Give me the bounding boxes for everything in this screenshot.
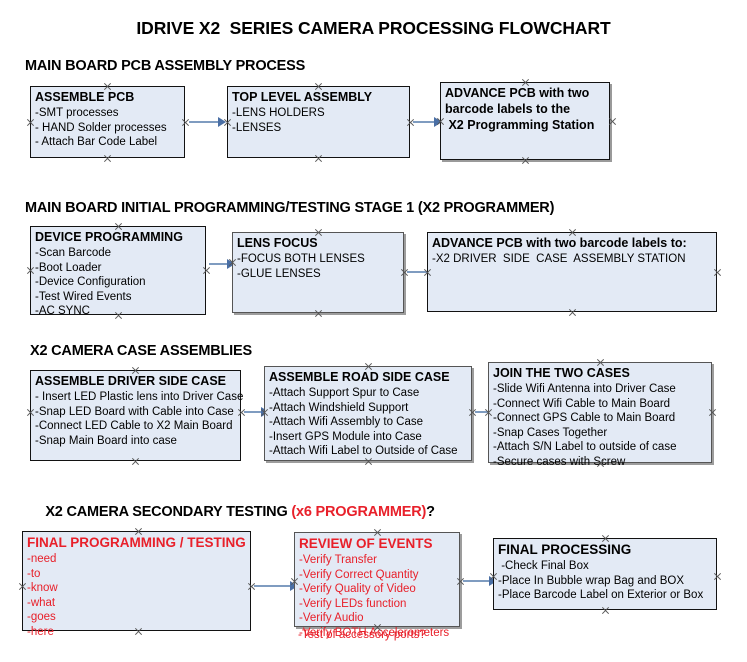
node-title: DEVICE PROGRAMMING	[35, 230, 183, 244]
node-line: -Connect Wifi Cable to Main Board	[493, 397, 671, 410]
node-line: -Place Barcode Label on Exterior or Box	[498, 589, 704, 601]
arrow-device-programming-to-lens-focus	[209, 259, 235, 269]
node-line: -GLUE LENSES	[237, 267, 321, 280]
arrow-top-level-to-advance-pcb	[413, 117, 442, 127]
node-line: -SMT processes	[35, 107, 119, 119]
node-line: - Insert LED Plastic lens into Driver Ca…	[35, 391, 244, 403]
node-line: -X2 DRIVER SIDE CASE ASSEMBLY STATION	[432, 253, 686, 265]
node-final-processing[interactable]: FINAL PROCESSING -Check Final Box -Place…	[493, 538, 717, 610]
node-title-line2: barcode labels to the	[445, 102, 571, 116]
section-heading-main-board-initial-programming: MAIN BOARD INITIAL PROGRAMMING/TESTING S…	[25, 200, 555, 216]
node-line: -Snap LED Board with Cable into Case	[35, 405, 234, 418]
node-line: -to	[27, 567, 41, 580]
node-final-programming-testing[interactable]: FINAL PROGRAMMING / TESTING -need -to -k…	[22, 531, 251, 638]
arrow-assemble-pcb-to-top-level	[189, 117, 226, 127]
document-title: IDRIVE X2 SERIES CAMERA PROCESSING FLOWC…	[136, 18, 611, 38]
node-line: -Test Wired Events	[35, 290, 132, 303]
node-top-level-assembly[interactable]: TOP LEVEL ASSEMBLY -LENS HOLDERS -LENSES	[227, 86, 410, 158]
node-line: -Scan Barcode	[35, 247, 112, 259]
node-title: JOIN THE TWO CASES	[493, 366, 630, 380]
node-review-of-events[interactable]: REVIEW OF EVENTS -Verify Transfer -Verif…	[294, 532, 460, 639]
node-title: REVIEW OF EVENTS	[299, 536, 433, 551]
section-heading-x2-camera-case-assemblies: X2 CAMERA CASE ASSEMBLIES	[30, 343, 252, 359]
node-line: -FOCUS BOTH LENSES	[237, 253, 365, 265]
node-assemble-driver-side-case[interactable]: ASSEMBLE DRIVER SIDE CASE - Insert LED P…	[30, 370, 244, 461]
node-title: LENS FOCUS	[237, 236, 318, 250]
node-title: TOP LEVEL ASSEMBLY	[232, 90, 373, 104]
node-line: -LENSES	[232, 121, 282, 134]
section-heading-red-text: (x6 PROGRAMMER)	[291, 504, 427, 520]
node-line: -need	[27, 553, 57, 565]
section-heading-main-board-pcb-assembly: MAIN BOARD PCB ASSEMBLY PROCESS	[25, 58, 306, 74]
node-title: ADVANCE PCB with two barcode labels to:	[432, 236, 687, 250]
node-line: -Place In Bubble wrap Bag and BOX	[498, 574, 685, 587]
node-line: -Connect LED Cable to X2 Main Board	[35, 420, 233, 432]
node-line: -Boot Loader	[35, 261, 102, 274]
node-line: -Snap Cases Together	[493, 426, 608, 439]
node-line: -Connect GPS Cable to Main Board	[493, 412, 676, 424]
node-line: -Verify LEDs function	[299, 597, 407, 610]
node-line: -AC SYNC	[35, 305, 90, 317]
node-title: ADVANCE PCB with two	[445, 86, 590, 100]
node-title: ASSEMBLE DRIVER SIDE CASE	[35, 374, 227, 388]
node-line: -Snap Main Board into case	[35, 434, 177, 447]
section-heading-x2-camera-secondary-testing: X2 CAMERA SECONDARY TESTING (x6 PROGRAMM…	[30, 488, 435, 536]
node-line: -what	[27, 596, 56, 609]
arrow-final-programming-to-review-events	[254, 581, 298, 591]
node-line: -Slide Wifi Antenna into Driver Case	[493, 383, 676, 395]
node-line: -Attach Support Spur to Case	[269, 387, 420, 399]
node-lens-focus[interactable]: LENS FOCUS -FOCUS BOTH LENSES -GLUE LENS…	[232, 232, 404, 313]
node-line: -Device Configuration	[35, 276, 146, 288]
node-advance-pcb-programming-station[interactable]: ADVANCE PCB with two barcode labels to t…	[440, 82, 610, 160]
node-title: FINAL PROGRAMMING / TESTING	[27, 535, 246, 550]
node-line: - HAND Solder processes	[35, 121, 167, 134]
node-line: -Attach S/N Label to outside of case	[493, 441, 677, 453]
node-line: -Verify Quality of Video	[299, 583, 416, 595]
section-heading-text: X2 CAMERA SECONDARY TESTING	[45, 504, 292, 520]
node-title: FINAL PROCESSING	[498, 542, 632, 557]
node-title: ASSEMBLE PCB	[35, 90, 135, 104]
node-line: -Check Final Box	[498, 560, 589, 572]
node-line: -LENS HOLDERS	[232, 107, 325, 119]
node-assemble-road-side-case[interactable]: ASSEMBLE ROAD SIDE CASE -Attach Support …	[264, 366, 472, 461]
node-line: -Verify Transfer	[299, 554, 377, 566]
arrow-review-events-to-final-processing	[463, 576, 497, 586]
node-line: -Verify Correct Quantity	[299, 568, 419, 581]
node-line: -Attach Wifi Label to Outside of Case	[269, 445, 458, 457]
node-title-line3: X2 Programming Station	[445, 118, 595, 132]
section-heading-tail: ?	[426, 504, 435, 520]
node-assemble-pcb[interactable]: ASSEMBLE PCB -SMT processes - HAND Solde…	[30, 86, 185, 158]
node-line: -here	[27, 625, 54, 638]
node-line: -Verify BOTH Accelerometers	[299, 626, 450, 639]
node-advance-pcb-driver-side-case[interactable]: ADVANCE PCB with two barcode labels to: …	[427, 232, 717, 312]
node-overflow-line-review-of-events: -Test of accessory ports?	[298, 629, 426, 641]
node-title: ASSEMBLE ROAD SIDE CASE	[269, 370, 450, 384]
node-line: -goes	[27, 611, 56, 623]
node-line: - Attach Bar Code Label	[35, 136, 158, 148]
node-line: -Attach Wifi Assembly to Case	[269, 416, 424, 428]
node-line: -know	[27, 582, 58, 594]
node-device-programming[interactable]: DEVICE PROGRAMMING -Scan Barcode -Boot L…	[30, 226, 206, 317]
node-join-the-two-cases[interactable]: JOIN THE TWO CASES -Slide Wifi Antenna i…	[488, 362, 712, 468]
node-line: -Attach Windshield Support	[269, 401, 409, 414]
node-line: -Verify Audio	[299, 612, 364, 624]
node-line: -Secure cases with Screw	[493, 455, 626, 468]
node-line: -Insert GPS Module into Case	[269, 430, 422, 443]
